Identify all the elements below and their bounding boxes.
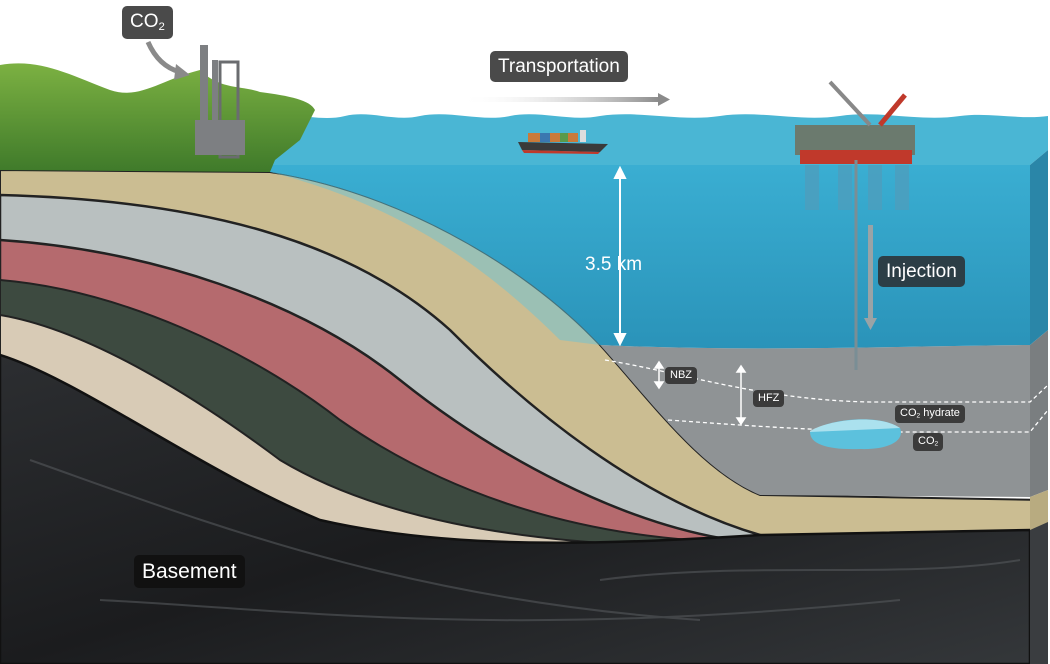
ocean-surface [265,114,1048,165]
basement-rock [0,353,1032,664]
co2-hydrate-cap [810,419,900,432]
co2-text: CO [918,435,935,447]
basement-label: Basement [134,555,245,588]
land-hills [0,63,315,173]
hydrate-text: hydrate [920,407,960,419]
co2-source-label: CO2 [122,6,173,40]
seafloor-sediment [600,345,1030,497]
nbz-label: NBZ [665,367,697,384]
nbz-arrow [653,360,665,390]
injection-platform [795,80,915,370]
co2-subscript: 2 [916,412,921,420]
co2-subscript: 2 [158,20,165,33]
hfz-label: HFZ [753,390,785,407]
transportation-arrow [460,97,660,102]
injection-label: Injection [878,256,965,287]
co2-subscript: 2 [934,440,939,448]
cargo-ship [518,130,608,154]
co2-hydrate-label: CO2 hydrate [895,405,965,424]
co2-source-arrow [145,40,181,75]
ocean-body [270,165,1030,349]
depth-label: 3.5 km [585,254,643,275]
co2-text: CO [900,407,917,419]
hfz-arrow [735,364,747,426]
depth-arrow [613,165,627,347]
co2-text: CO [130,11,159,32]
nbz-boundary [604,359,1049,403]
refinery [195,45,245,159]
co2-pool-label: CO2 [913,433,944,452]
injection-arrow [864,225,877,330]
transportation-label: Transportation [490,51,628,82]
